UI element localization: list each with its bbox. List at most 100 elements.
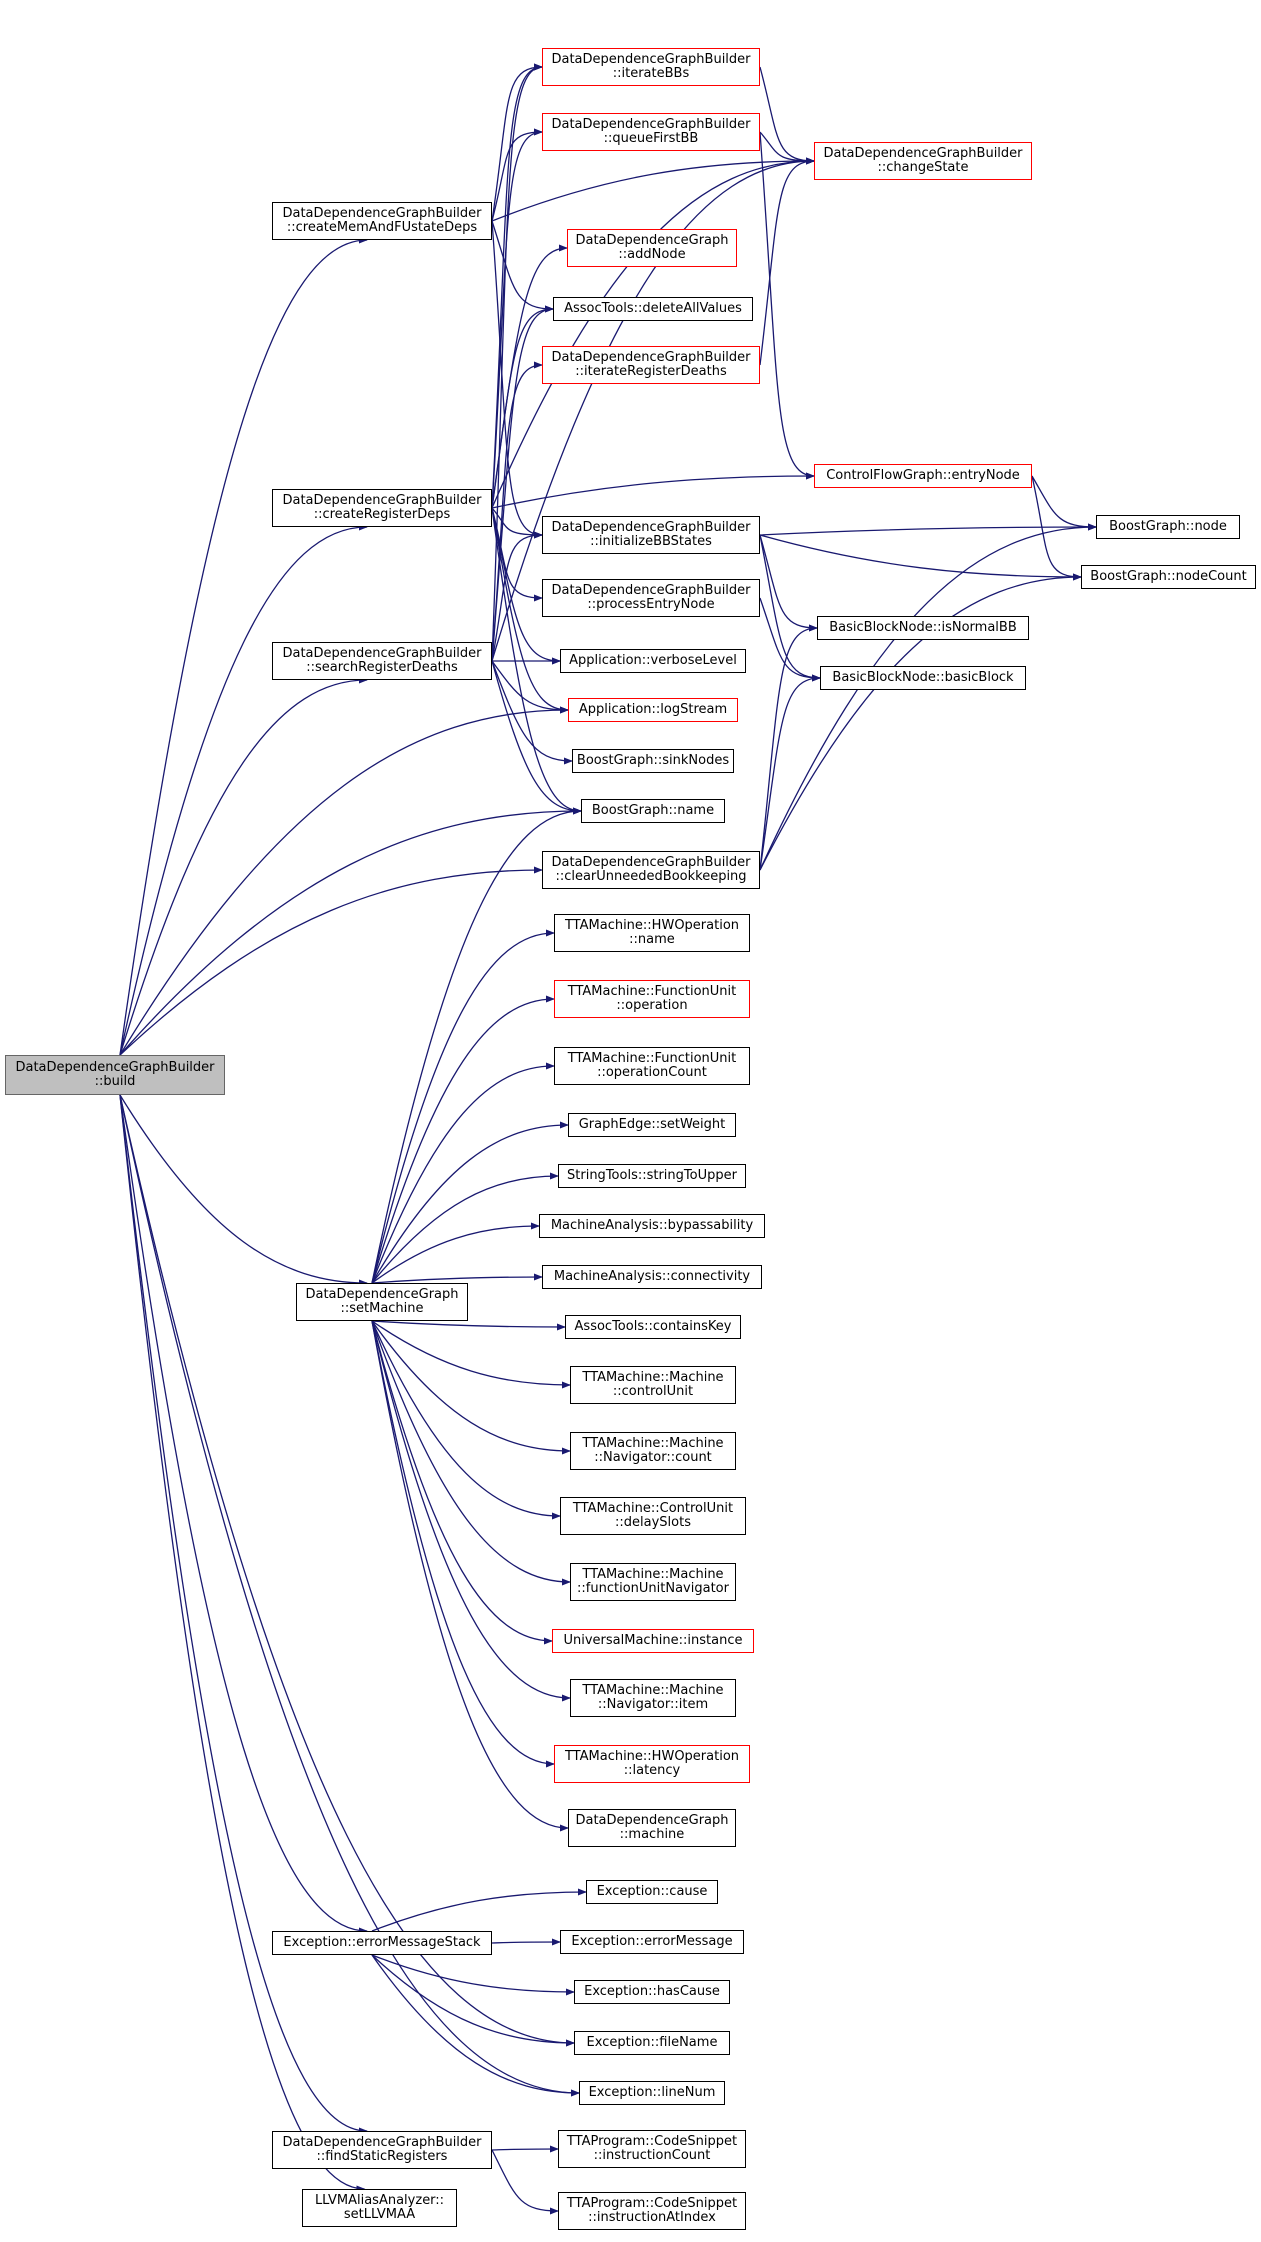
- node-instruction-count[interactable]: TTAProgram::CodeSnippet::instructionCoun…: [558, 2130, 746, 2168]
- node-cause[interactable]: Exception::cause: [586, 1880, 718, 1904]
- edge-searchRegisterDeaths-to-iterateBBs: [491, 63, 543, 662]
- node-string-to-upper[interactable]: StringTools::stringToUpper: [558, 1164, 746, 1188]
- node-label-line: BasicBlockNode::isNormalBB: [829, 620, 1017, 635]
- node-label-line: ::controlUnit: [612, 1384, 694, 1399]
- node-node-count[interactable]: BoostGraph::nodeCount: [1081, 565, 1256, 589]
- node-label-line: ::instructionCount: [593, 2148, 711, 2163]
- node-queue-first-b-b[interactable]: DataDependenceGraphBuilder::queueFirstBB: [542, 113, 760, 151]
- node-process-entry-node[interactable]: DataDependenceGraphBuilder::processEntry…: [542, 579, 760, 617]
- node-add-node[interactable]: DataDependenceGraph::addNode: [567, 229, 737, 267]
- node-bg-node[interactable]: BoostGraph::node: [1096, 515, 1240, 539]
- node-create-register-deps[interactable]: DataDependenceGraphBuilder::createRegist…: [272, 489, 492, 527]
- edge-searchRegisterDeaths-to-deleteAllValues: [491, 305, 554, 662]
- node-label-line: ::functionUnitNavigator: [577, 1581, 729, 1596]
- node-iterate-register-deaths[interactable]: DataDependenceGraphBuilder::iterateRegis…: [542, 346, 760, 384]
- node-nav-count[interactable]: TTAMachine::Machine::Navigator::count: [570, 1432, 736, 1470]
- node-iterate-b-bs[interactable]: DataDependenceGraphBuilder::iterateBBs: [542, 48, 760, 86]
- edge-createMemAndFUstateDeps-to-initializeBBStates: [491, 220, 543, 539]
- node-error-message[interactable]: Exception::errorMessage: [560, 1930, 744, 1954]
- edge-clearUnneededBookkeeping-to-bgNode: [759, 523, 1097, 871]
- node-set-machine[interactable]: DataDependenceGraph::setMachine: [296, 1283, 468, 1321]
- edge-createRegisterDeps-to-entryNode: [491, 472, 815, 509]
- node-label-line: TTAMachine::Machine: [582, 1370, 724, 1385]
- node-label-line: ::instructionAtIndex: [588, 2210, 716, 2225]
- node-label-line: TTAMachine::Machine: [582, 1436, 724, 1451]
- node-label-line: Exception::errorMessageStack: [283, 1935, 481, 1950]
- edge-setMachine-to-hwName: [371, 929, 555, 1284]
- node-log-stream[interactable]: Application::logStream: [568, 698, 738, 722]
- node-label-line: DataDependenceGraphBuilder: [551, 583, 751, 598]
- node-set-weight[interactable]: GraphEdge::setWeight: [568, 1113, 736, 1137]
- node-label-line: DataDependenceGraphBuilder: [823, 146, 1023, 161]
- node-label-line: DataDependenceGraphBuilder: [551, 117, 751, 132]
- node-label-line: DataDependenceGraphBuilder: [551, 520, 751, 535]
- node-clear-unneeded-bookkeeping[interactable]: DataDependenceGraphBuilder::clearUnneede…: [542, 851, 760, 889]
- node-bypassability[interactable]: MachineAnalysis::bypassability: [539, 1214, 765, 1238]
- node-delay-slots[interactable]: TTAMachine::ControlUnit::delaySlots: [560, 1497, 746, 1535]
- node-label-line: ::iterateRegisterDeaths: [575, 364, 727, 379]
- node-is-normal-b-b[interactable]: BasicBlockNode::isNormalBB: [817, 616, 1029, 640]
- node-label-line: ::processEntryNode: [587, 597, 715, 612]
- node-find-static-registers[interactable]: DataDependenceGraphBuilder::findStaticRe…: [272, 2131, 492, 2169]
- edge-setMachine-to-fuOperation: [371, 995, 555, 1284]
- node-nav-item[interactable]: TTAMachine::Machine::Navigator::item: [570, 1679, 736, 1717]
- edge-build-to-setMachine: [119, 1094, 368, 1287]
- node-has-cause[interactable]: Exception::hasCause: [574, 1980, 730, 2004]
- node-search-register-deaths[interactable]: DataDependenceGraphBuilder::searchRegist…: [272, 642, 492, 680]
- node-label-line: ::machine: [619, 1827, 685, 1842]
- edge-clearUnneededBookkeeping-to-basicBlock: [759, 674, 821, 871]
- node-basic-block[interactable]: BasicBlockNode::basicBlock: [820, 666, 1026, 690]
- node-initialize-b-b-states[interactable]: DataDependenceGraphBuilder::initializeBB…: [542, 516, 760, 554]
- node-label-line: DataDependenceGraphBuilder: [15, 1060, 215, 1075]
- node-error-message-stack[interactable]: Exception::errorMessageStack: [272, 1931, 492, 1955]
- node-label-line: TTAMachine::FunctionUnit: [567, 1051, 737, 1066]
- node-hw-latency[interactable]: TTAMachine::HWOperation::latency: [554, 1745, 750, 1783]
- node-label-line: Application::logStream: [578, 702, 728, 717]
- node-label-line: Exception::cause: [596, 1884, 708, 1899]
- node-file-name[interactable]: Exception::fileName: [574, 2031, 730, 2055]
- node-label-line: Application::verboseLevel: [569, 653, 737, 668]
- node-label-line: ::build: [94, 1074, 136, 1089]
- node-fu-operation[interactable]: TTAMachine::FunctionUnit::operation: [554, 980, 750, 1018]
- edge-setMachine-to-connectivity: [371, 1273, 543, 1284]
- node-create-mem-and-f-ustate-deps[interactable]: DataDependenceGraphBuilder::createMemAnd…: [272, 202, 492, 240]
- edge-searchRegisterDeaths-to-bgName: [491, 660, 582, 815]
- edge-setMachine-to-navItem: [371, 1320, 571, 1702]
- node-label-line: TTAMachine::HWOperation: [564, 1749, 740, 1764]
- node-control-unit[interactable]: TTAMachine::Machine::controlUnit: [570, 1366, 736, 1404]
- node-label-line: Exception::hasCause: [584, 1984, 720, 1999]
- node-label-line: MachineAnalysis::bypassability: [550, 1218, 754, 1233]
- edge-findStaticRegisters-to-instructionAtIndex: [491, 2149, 559, 2215]
- node-fu-operation-count[interactable]: TTAMachine::FunctionUnit::operationCount: [554, 1047, 750, 1085]
- node-um-instance[interactable]: UniversalMachine::instance: [552, 1629, 754, 1653]
- node-label-line: DataDependenceGraphBuilder: [551, 855, 751, 870]
- node-sink-nodes[interactable]: BoostGraph::sinkNodes: [572, 749, 734, 773]
- node-label-line: BoostGraph::sinkNodes: [576, 753, 730, 768]
- edge-setMachine-to-bypassability: [371, 1222, 540, 1284]
- node-line-num[interactable]: Exception::lineNum: [579, 2081, 725, 2105]
- node-instruction-at-index[interactable]: TTAProgram::CodeSnippet::instructionAtIn…: [558, 2192, 746, 2230]
- node-hw-name[interactable]: TTAMachine::HWOperation::name: [554, 914, 750, 952]
- node-verbose-level[interactable]: Application::verboseLevel: [560, 649, 746, 673]
- node-label-line: ::Navigator::item: [597, 1697, 709, 1712]
- node-delete-all-values[interactable]: AssocTools::deleteAllValues: [553, 297, 753, 321]
- edge-build-to-setLLVMAA: [119, 1094, 366, 2193]
- node-label-line: Exception::errorMessage: [571, 1934, 733, 1949]
- edge-build-to-findStaticRegisters: [119, 1094, 368, 2135]
- node-contains-key[interactable]: AssocTools::containsKey: [565, 1315, 741, 1339]
- node-change-state[interactable]: DataDependenceGraphBuilder::changeState: [814, 142, 1032, 180]
- node-bg-name[interactable]: BoostGraph::name: [581, 799, 725, 823]
- node-label-line: ::latency: [623, 1763, 681, 1778]
- edge-setMachine-to-controlUnit: [371, 1320, 571, 1389]
- edge-setMachine-to-hwLatency: [371, 1320, 555, 1768]
- edge-setMachine-to-navCount: [371, 1320, 571, 1455]
- edge-initializeBBStates-to-bgNode: [759, 523, 1097, 536]
- edge-entryNode-to-nodeCount: [1031, 475, 1082, 581]
- node-entry-node[interactable]: ControlFlowGraph::entryNode: [814, 464, 1032, 488]
- edge-setMachine-to-delaySlots: [371, 1320, 561, 1520]
- edge-setMachine-to-setWeight: [371, 1121, 569, 1284]
- node-set-l-l-v-m-a-a[interactable]: LLVMAliasAnalyzer::setLLVMAA: [302, 2189, 457, 2227]
- node-connectivity[interactable]: MachineAnalysis::connectivity: [542, 1265, 762, 1289]
- node-fu-navigator[interactable]: TTAMachine::Machine::functionUnitNavigat…: [570, 1563, 736, 1601]
- node-ddg-machine[interactable]: DataDependenceGraph::machine: [568, 1809, 736, 1847]
